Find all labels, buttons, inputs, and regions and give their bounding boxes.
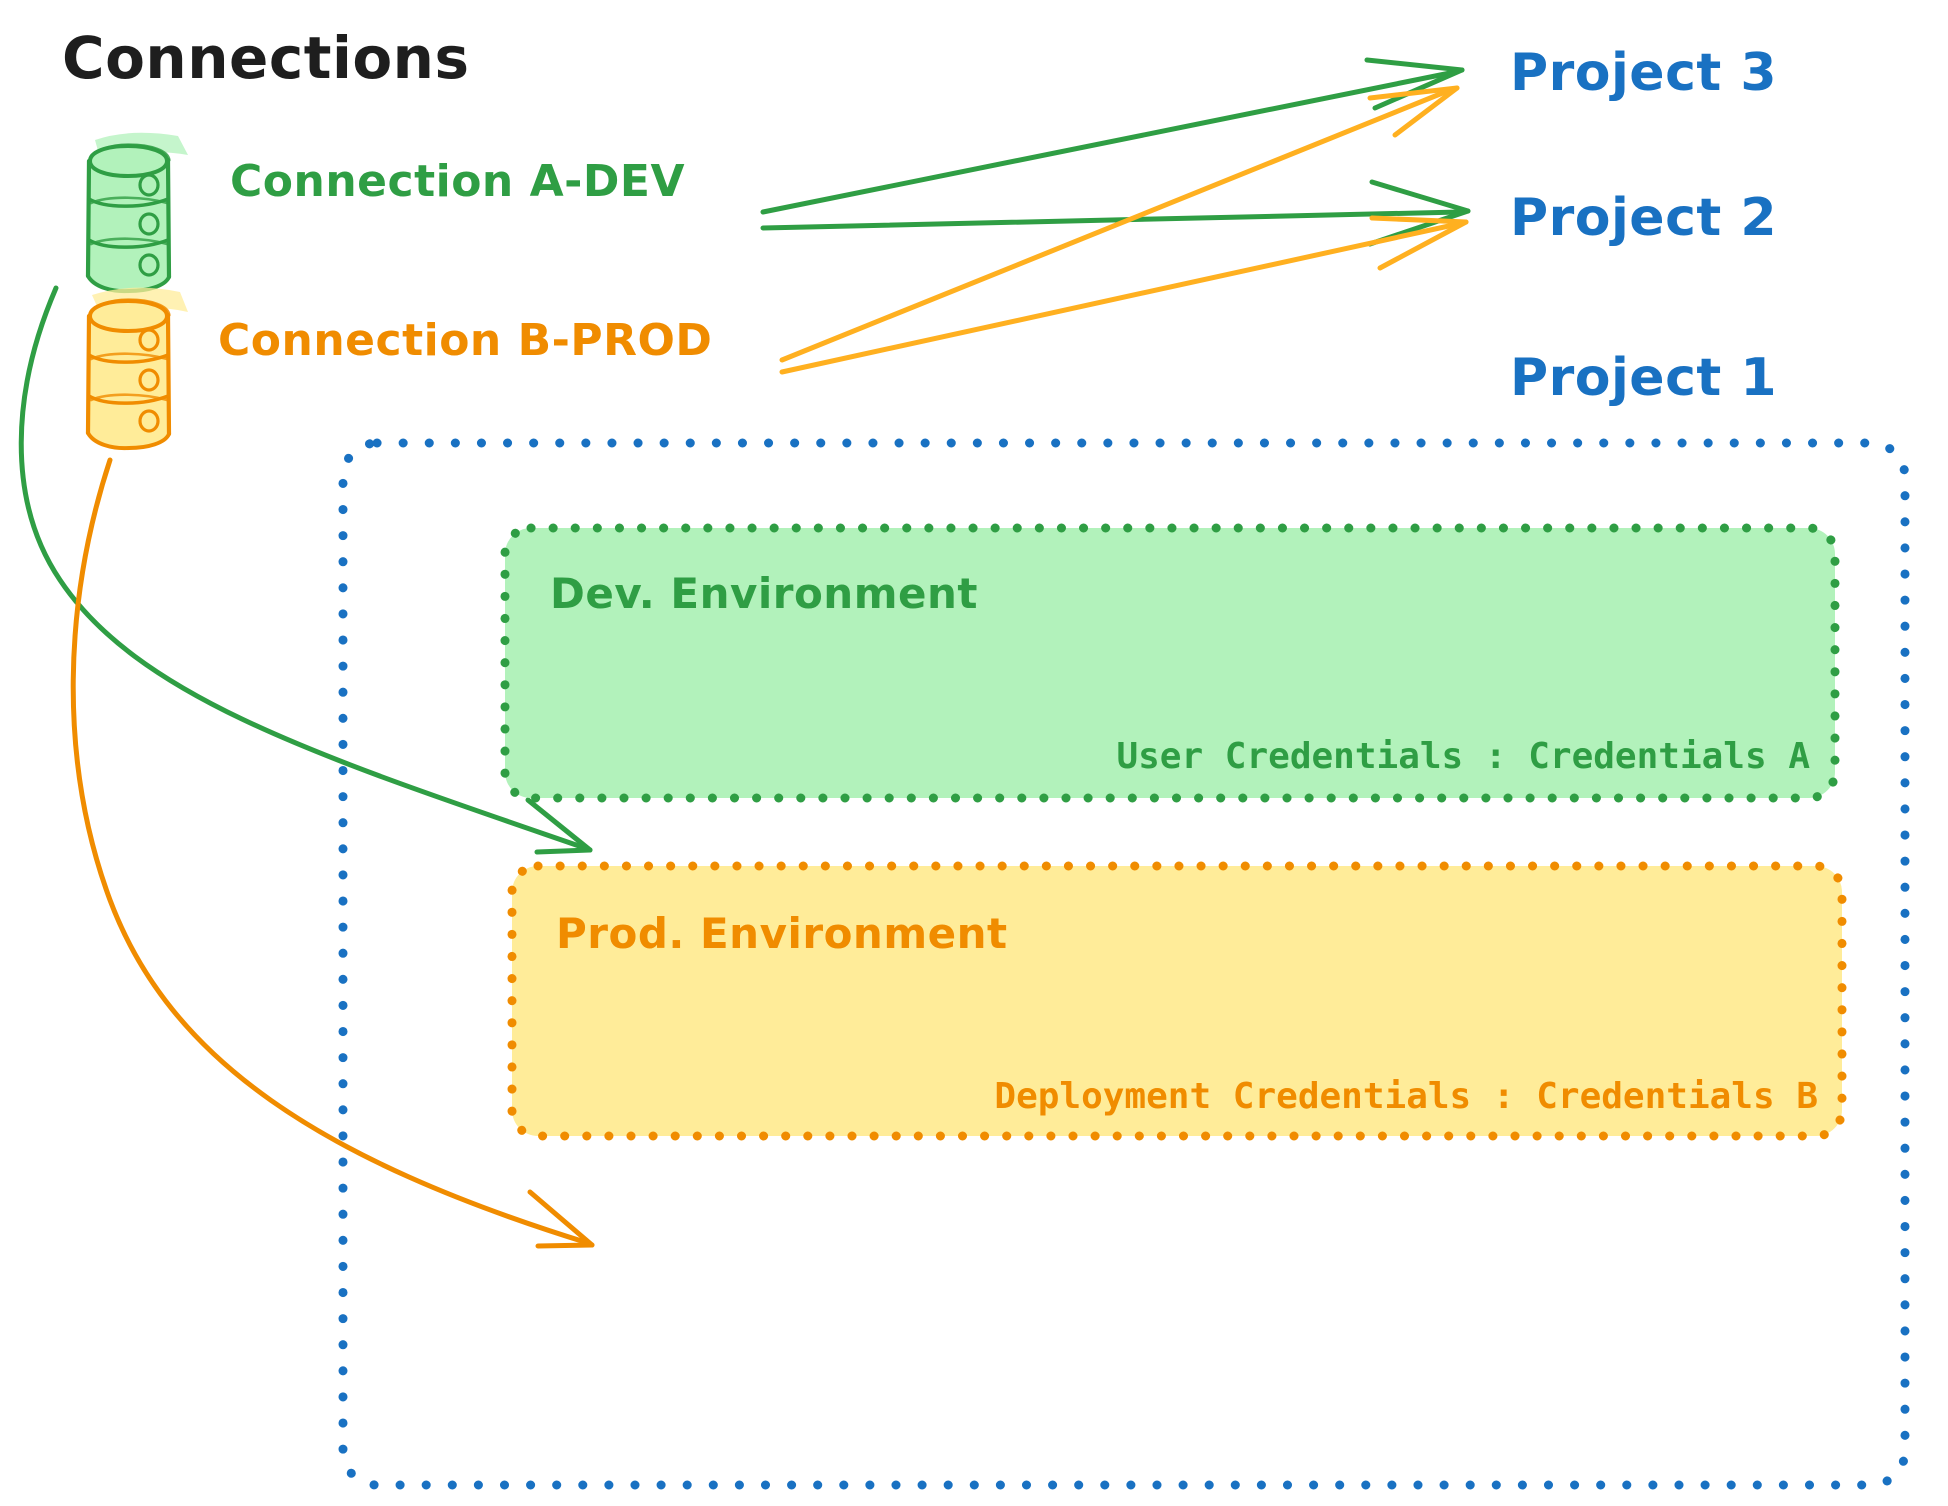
dev-environment-box[interactable]: Dev. Environment User Credentials : Cred… <box>500 523 1840 803</box>
prod-environment-title: Prod. Environment <box>556 909 1008 958</box>
arrow-b-prod-to-prod-environment <box>70 457 595 1249</box>
prod-environment-credentials: Deployment Credentials : Credentials B <box>994 1076 1818 1117</box>
arrow-a-dev-to-project-3 <box>760 57 1465 215</box>
project-label-3: Project 3 <box>1510 43 1777 103</box>
connection-label-a-dev: Connection A-DEV <box>230 156 685 207</box>
prod-environment-box[interactable]: Prod. Environment Deployment Credentials… <box>507 861 1847 1141</box>
database-icon-b-prod[interactable] <box>85 287 188 451</box>
dev-environment-title: Dev. Environment <box>550 569 978 618</box>
prod-environment-border <box>507 861 1847 1141</box>
project-label-2: Project 2 <box>1510 188 1777 248</box>
arrow-b-prod-to-project-3 <box>779 85 1460 363</box>
arrow-a-dev-to-dev-environment <box>18 285 593 855</box>
connection-label-b-prod: Connection B-PROD <box>218 315 712 366</box>
page-title: Connections <box>62 24 469 92</box>
database-icon-a-dev[interactable] <box>85 132 188 294</box>
project-1-container <box>338 438 1910 1490</box>
project-label-1: Project 1 <box>1510 348 1777 408</box>
arrow-b-prod-to-project-2 <box>779 215 1469 375</box>
dev-environment-border <box>500 523 1840 803</box>
dev-environment-credentials: User Credentials : Credentials A <box>1116 736 1810 777</box>
